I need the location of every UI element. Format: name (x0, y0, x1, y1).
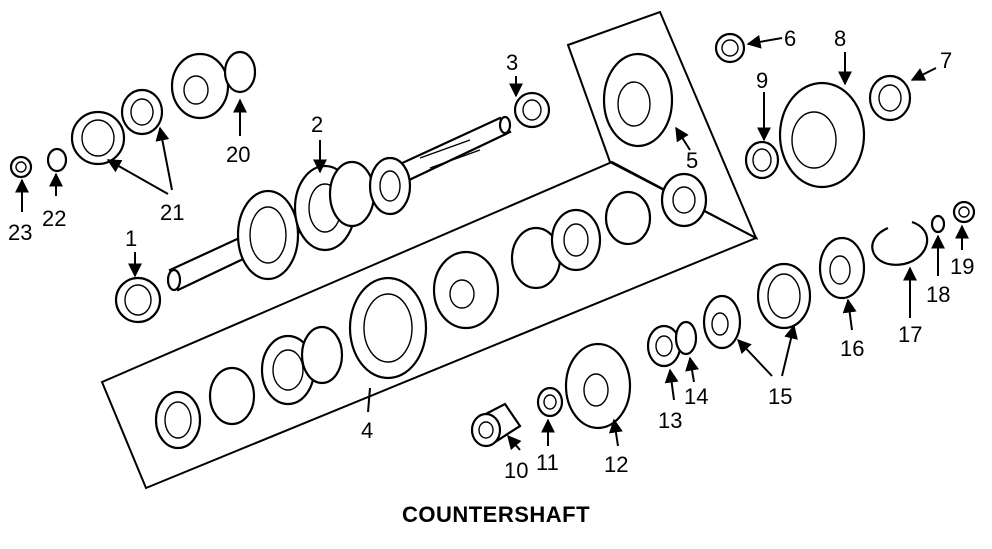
callout-2: 2 (311, 112, 323, 137)
countershaft-part-2 (166, 115, 512, 292)
bearing-part-3 (513, 91, 551, 129)
gear-part-20 (170, 50, 257, 120)
washer-part-18 (930, 214, 946, 234)
callout-7: 7 (940, 48, 952, 73)
callout-14: 14 (684, 384, 708, 409)
callout-18: 18 (926, 282, 950, 307)
gear-part-12 (564, 342, 632, 430)
bearing-part-11 (536, 386, 564, 418)
callout-17: 17 (898, 322, 922, 347)
snap-ring-part-17 (871, 220, 929, 266)
callout-11: 11 (536, 450, 559, 475)
callout-12: 12 (604, 452, 628, 477)
callout-21: 21 (160, 200, 184, 225)
washer-part-9 (744, 140, 780, 180)
callout-22: 22 (42, 206, 66, 231)
callout-8: 8 (834, 26, 846, 51)
callout-1: 1 (125, 226, 137, 251)
callout-6: 6 (784, 26, 796, 51)
callout-20: 20 (226, 142, 250, 167)
callout-9: 9 (756, 68, 768, 93)
bearing-part-21 (70, 88, 164, 166)
nut-part-23 (9, 155, 33, 179)
snap-ring-part-22 (46, 147, 68, 173)
nut-part-19 (952, 200, 976, 224)
bearing-race-part-1 (114, 276, 162, 324)
callout-23: 23 (8, 220, 32, 245)
gear-part-8 (778, 81, 866, 189)
bearing-part-6 (714, 32, 746, 64)
washer-part-13 (646, 324, 682, 368)
synchro-parts-group-4 (154, 172, 708, 450)
callout-19: 19 (950, 254, 974, 279)
bearing-part-15 (702, 262, 812, 350)
callout-13: 13 (658, 408, 682, 433)
callout-15: 15 (768, 384, 792, 409)
spacer-part-14 (674, 320, 698, 356)
callout-3: 3 (506, 50, 518, 75)
callout-10: 10 (504, 458, 528, 483)
leader-lines (15, 34, 969, 451)
bushing-part-10 (470, 402, 522, 448)
bearing-part-16 (818, 236, 866, 300)
callout-16: 16 (840, 336, 864, 361)
bearing-part-7 (868, 74, 912, 122)
gear-part-5 (602, 52, 674, 148)
diagram-caption: COUNTERSHAFT (402, 502, 590, 527)
group-box-4 (100, 160, 759, 490)
callout-4: 4 (361, 418, 373, 443)
callout-5: 5 (686, 148, 698, 173)
